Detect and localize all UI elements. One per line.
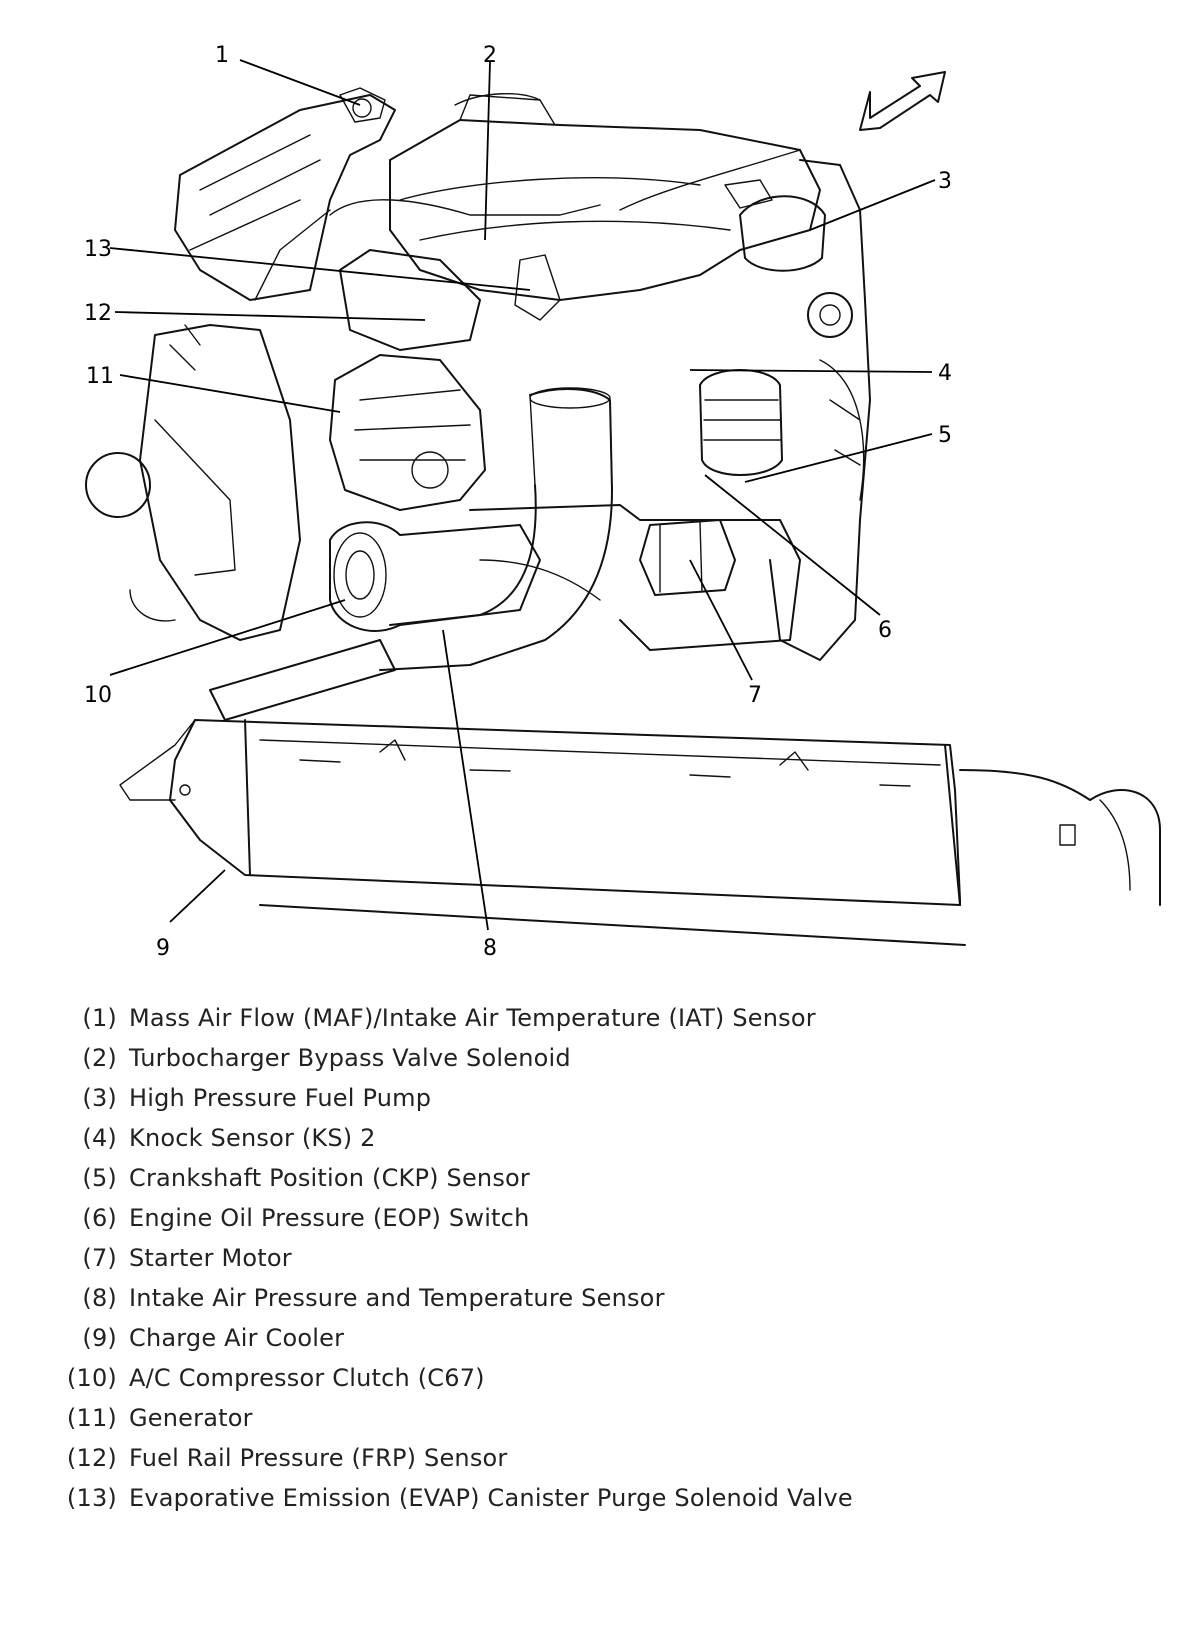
legend-number: (7): [82, 1244, 117, 1272]
legend-item: (11) Generator: [55, 1404, 1155, 1444]
legend-number: (2): [82, 1044, 117, 1072]
legend-label: High Pressure Fuel Pump: [129, 1084, 432, 1112]
legend-label: Generator: [129, 1404, 253, 1432]
legend-number: (10): [66, 1364, 117, 1392]
legend-label: A/C Compressor Clutch (C67): [129, 1364, 485, 1392]
legend-number: (3): [82, 1084, 117, 1112]
legend-number: (1): [82, 1004, 117, 1032]
callout-numbers: 1 2 3 4 5 6 7 8 9 10 11 12 13: [84, 43, 952, 961]
legend-item: (10) A/C Compressor Clutch (C67): [55, 1364, 1155, 1404]
legend-label: Fuel Rail Pressure (FRP) Sensor: [129, 1444, 508, 1472]
legend-item: (5) Crankshaft Position (CKP) Sensor: [55, 1164, 1155, 1204]
callout-1: 1: [215, 43, 229, 68]
callout-8: 8: [483, 936, 497, 961]
engine-component-diagram: 1 2 3 4 5 6 7 8 9 10 11 12 13: [84, 43, 1161, 961]
legend-label: Knock Sensor (KS) 2: [129, 1124, 376, 1152]
legend-item: (12) Fuel Rail Pressure (FRP) Sensor: [55, 1444, 1155, 1484]
legend-label: Crankshaft Position (CKP) Sensor: [129, 1164, 530, 1192]
legend-item: (7) Starter Motor: [55, 1244, 1155, 1284]
legend-number: (5): [82, 1164, 117, 1192]
legend-number: (11): [66, 1404, 117, 1432]
callout-9: 9: [156, 936, 170, 961]
legend-number: (12): [66, 1444, 117, 1472]
callout-13: 13: [84, 237, 112, 262]
legend-item: (9) Charge Air Cooler: [55, 1324, 1155, 1364]
legend-number: (6): [82, 1204, 117, 1232]
legend-label: Starter Motor: [129, 1244, 292, 1272]
legend-label: Mass Air Flow (MAF)/Intake Air Temperatu…: [129, 1004, 816, 1032]
callout-7: 7: [748, 683, 762, 708]
callout-12: 12: [84, 301, 112, 326]
legend-number: (4): [82, 1124, 117, 1152]
legend-label: Evaporative Emission (EVAP) Canister Pur…: [129, 1484, 853, 1512]
legend-item: (3) High Pressure Fuel Pump: [55, 1084, 1155, 1124]
legend-label: Turbocharger Bypass Valve Solenoid: [129, 1044, 571, 1072]
legend-item: (4) Knock Sensor (KS) 2: [55, 1124, 1155, 1164]
engine-illustration: [85, 71, 1161, 946]
component-legend: (1) Mass Air Flow (MAF)/Intake Air Tempe…: [55, 1004, 1155, 1524]
callout-10: 10: [84, 683, 112, 708]
callout-4: 4: [938, 361, 952, 386]
legend-label: Intake Air Pressure and Temperature Sens…: [129, 1284, 665, 1312]
legend-number: (8): [82, 1284, 117, 1312]
callout-3: 3: [938, 169, 952, 194]
legend-item: (8) Intake Air Pressure and Temperature …: [55, 1284, 1155, 1324]
legend-number: (9): [82, 1324, 117, 1352]
callout-11: 11: [86, 364, 114, 389]
callout-5: 5: [938, 423, 952, 448]
legend-item: (13) Evaporative Emission (EVAP) Caniste…: [55, 1484, 1155, 1524]
callout-2: 2: [483, 43, 497, 68]
legend-item: (6) Engine Oil Pressure (EOP) Switch: [55, 1204, 1155, 1244]
legend-label: Engine Oil Pressure (EOP) Switch: [129, 1204, 530, 1232]
leader-lines: [109, 59, 936, 931]
legend-number: (13): [66, 1484, 117, 1512]
legend-item: (1) Mass Air Flow (MAF)/Intake Air Tempe…: [55, 1004, 1155, 1044]
legend-item: (2) Turbocharger Bypass Valve Solenoid: [55, 1044, 1155, 1084]
callout-6: 6: [878, 618, 892, 643]
legend-label: Charge Air Cooler: [129, 1324, 345, 1352]
